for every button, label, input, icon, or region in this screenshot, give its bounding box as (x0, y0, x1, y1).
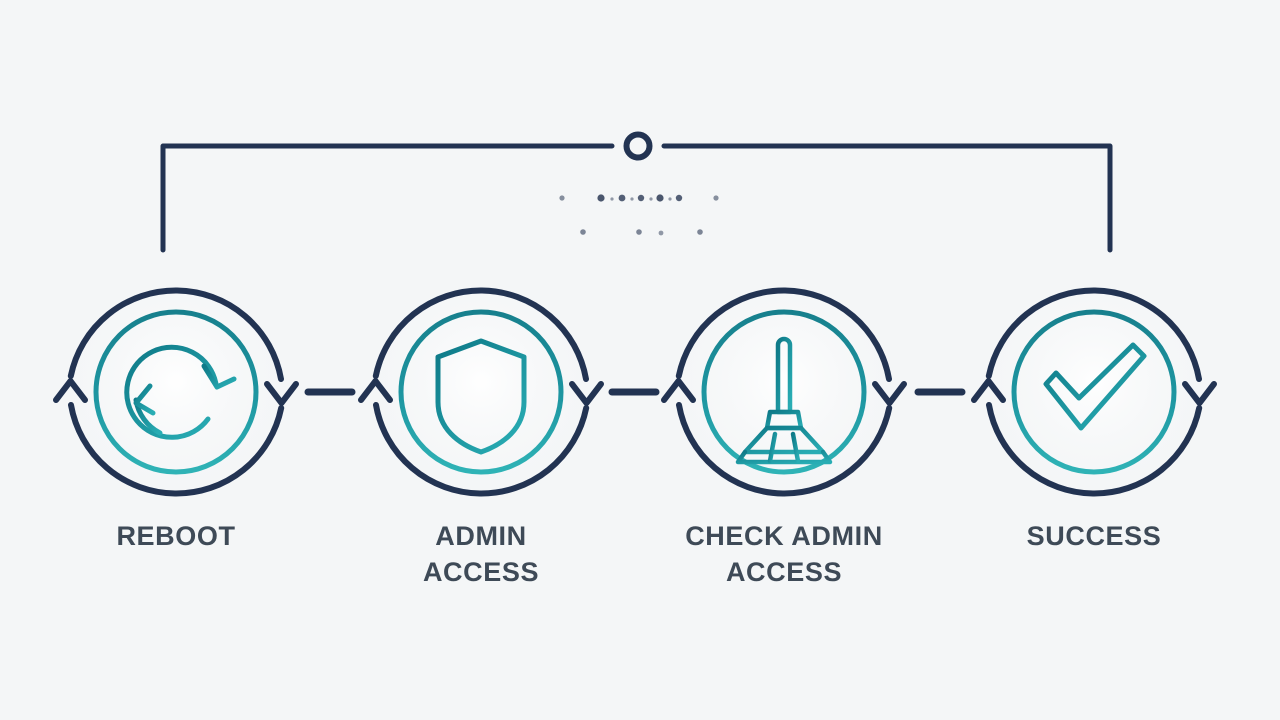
top-bracket (160, 131, 1113, 253)
bracket-right-path (661, 143, 1113, 253)
bracket-left-path (160, 143, 615, 253)
inner-ring (701, 309, 867, 475)
ring-node-icon[interactable] (623, 131, 653, 161)
ghost-text-marks (559, 194, 719, 236)
inner-ring (1011, 309, 1177, 475)
node-check-admin-access[interactable] (661, 287, 907, 497)
node-label-success: SUCCESS (1026, 521, 1162, 551)
node-label-check-admin-access: CHECK ADMIN ACCESS (685, 521, 883, 587)
node-glow (680, 288, 888, 496)
node-label-reboot: REBOOT (116, 521, 236, 551)
inner-ring (93, 309, 259, 475)
node-success[interactable] (971, 287, 1217, 497)
node-label-admin-access: ADMIN ACCESS (422, 521, 540, 587)
node-admin-access[interactable] (358, 287, 604, 497)
outer-cycle-arc (53, 287, 299, 497)
node-glow (72, 288, 280, 496)
outer-cycle-arc (971, 287, 1217, 497)
broom-icon (735, 336, 833, 465)
outer-cycle-arc (358, 287, 604, 497)
refresh-cycle-icon (124, 344, 237, 440)
check-mark-icon (1043, 342, 1147, 431)
inner-ring (398, 309, 564, 475)
node-glow (990, 288, 1198, 496)
outer-cycle-arc (661, 287, 907, 497)
node-reboot[interactable] (53, 287, 299, 497)
shield-icon (435, 338, 527, 455)
node-glow (377, 288, 585, 496)
